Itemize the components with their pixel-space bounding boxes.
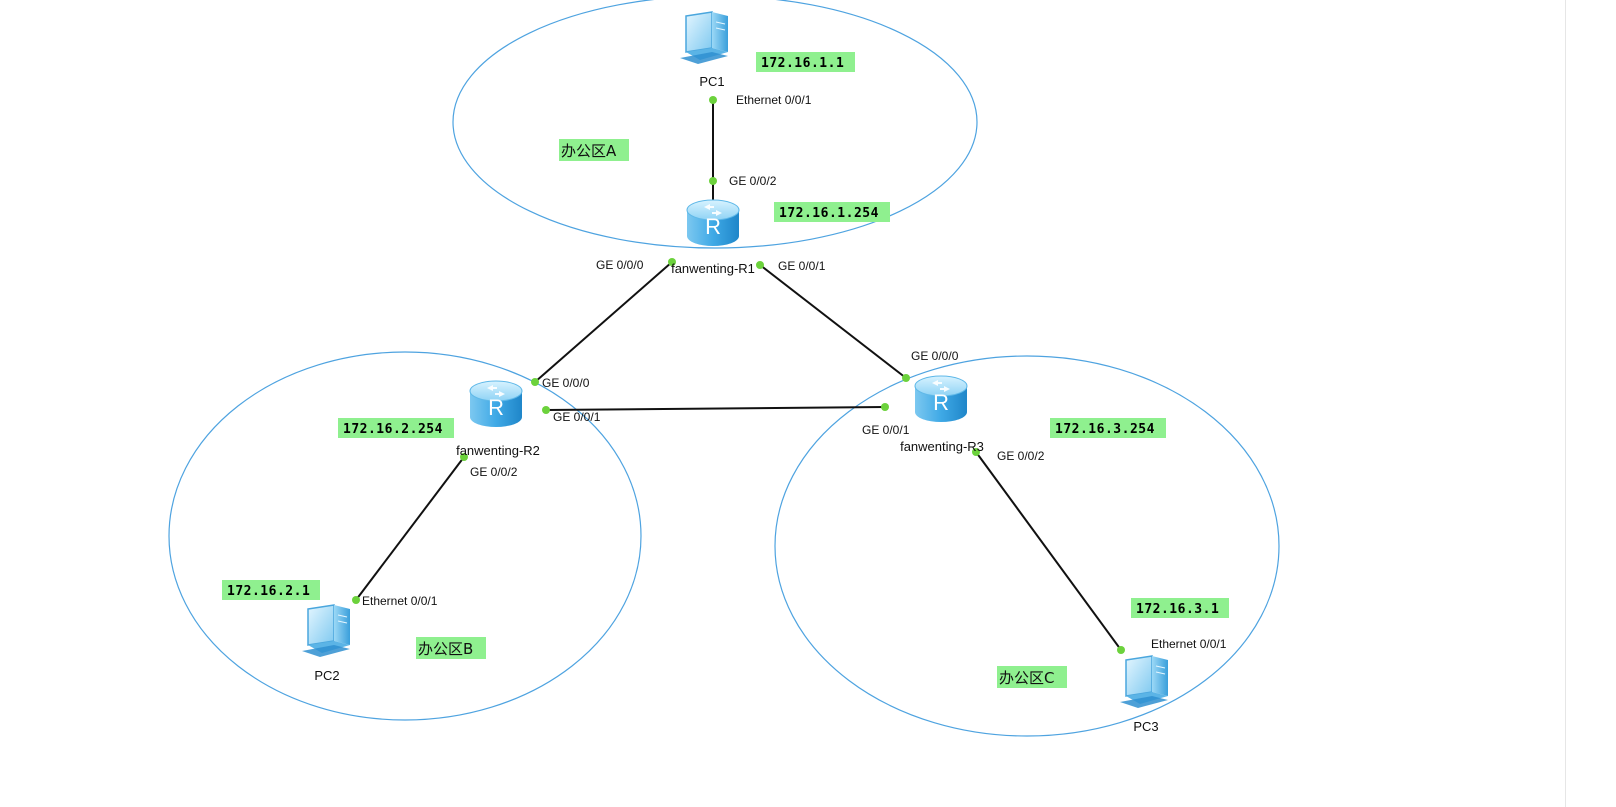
r1-port-g001: GE 0/0/1 [778,259,826,273]
zone-c-label: 办公区C [999,669,1054,687]
pc1-port-label: Ethernet 0/0/1 [736,93,812,107]
pc2-port-label: Ethernet 0/0/1 [362,594,438,608]
r1-port-g002: GE 0/0/2 [729,174,777,188]
pc-icon [1119,655,1169,709]
r3-port-g002: GE 0/0/2 [997,449,1045,463]
router-icon [686,199,740,247]
zone-b-label: 办公区B [418,640,473,658]
zone-a-label: 办公区A [561,142,617,160]
r2-port-g002: GE 0/0/2 [470,465,518,479]
r1-name: fanwenting-R1 [671,261,755,276]
r3-port-g001: GE 0/0/1 [862,423,910,437]
pc3-ip-label: 172.16.3.1 [1136,602,1219,617]
router-icon [469,380,523,428]
pc2-name: PC2 [314,668,339,683]
zone-c-ellipse [774,355,1280,737]
link-r1-r2[interactable] [534,261,673,383]
pc-icon [301,604,351,658]
zone-b-ellipse [168,351,642,721]
link-r3-pc3[interactable] [975,451,1122,651]
r2-port-g000: GE 0/0/0 [542,376,590,390]
right-scroll-strip[interactable] [1565,0,1616,807]
link-r2-pc2[interactable] [355,456,465,601]
r2-port-g001: GE 0/0/1 [553,410,601,424]
router-icon [914,375,968,423]
r2-device[interactable] [469,380,523,428]
r2-ip-label: 172.16.2.254 [343,422,443,437]
pc1-ip-label: 172.16.1.1 [761,56,844,71]
zone-a-ellipse [452,0,978,249]
r2-name: fanwenting-R2 [456,443,540,458]
link-r1-r3[interactable] [759,264,907,379]
r1-device[interactable] [686,199,740,247]
pc-icon [679,11,729,65]
pc3-device[interactable] [1119,655,1169,709]
pc1-device[interactable] [679,11,729,65]
r3-ip-label: 172.16.3.254 [1055,422,1155,437]
pc2-ip-label: 172.16.2.1 [227,584,310,599]
port-dots [352,96,1125,654]
pc3-port-label: Ethernet 0/0/1 [1151,637,1227,651]
r3-port-g000: GE 0/0/0 [911,349,959,363]
pc1-name: PC1 [699,74,724,89]
pc2-device[interactable] [301,604,351,658]
r1-port-g000: GE 0/0/0 [596,258,644,272]
pc3-name: PC3 [1133,719,1158,734]
r3-name: fanwenting-R3 [900,439,984,454]
r3-device[interactable] [914,375,968,423]
r1-ip-label: 172.16.1.254 [779,206,879,221]
link-r2-r3[interactable] [545,406,886,411]
